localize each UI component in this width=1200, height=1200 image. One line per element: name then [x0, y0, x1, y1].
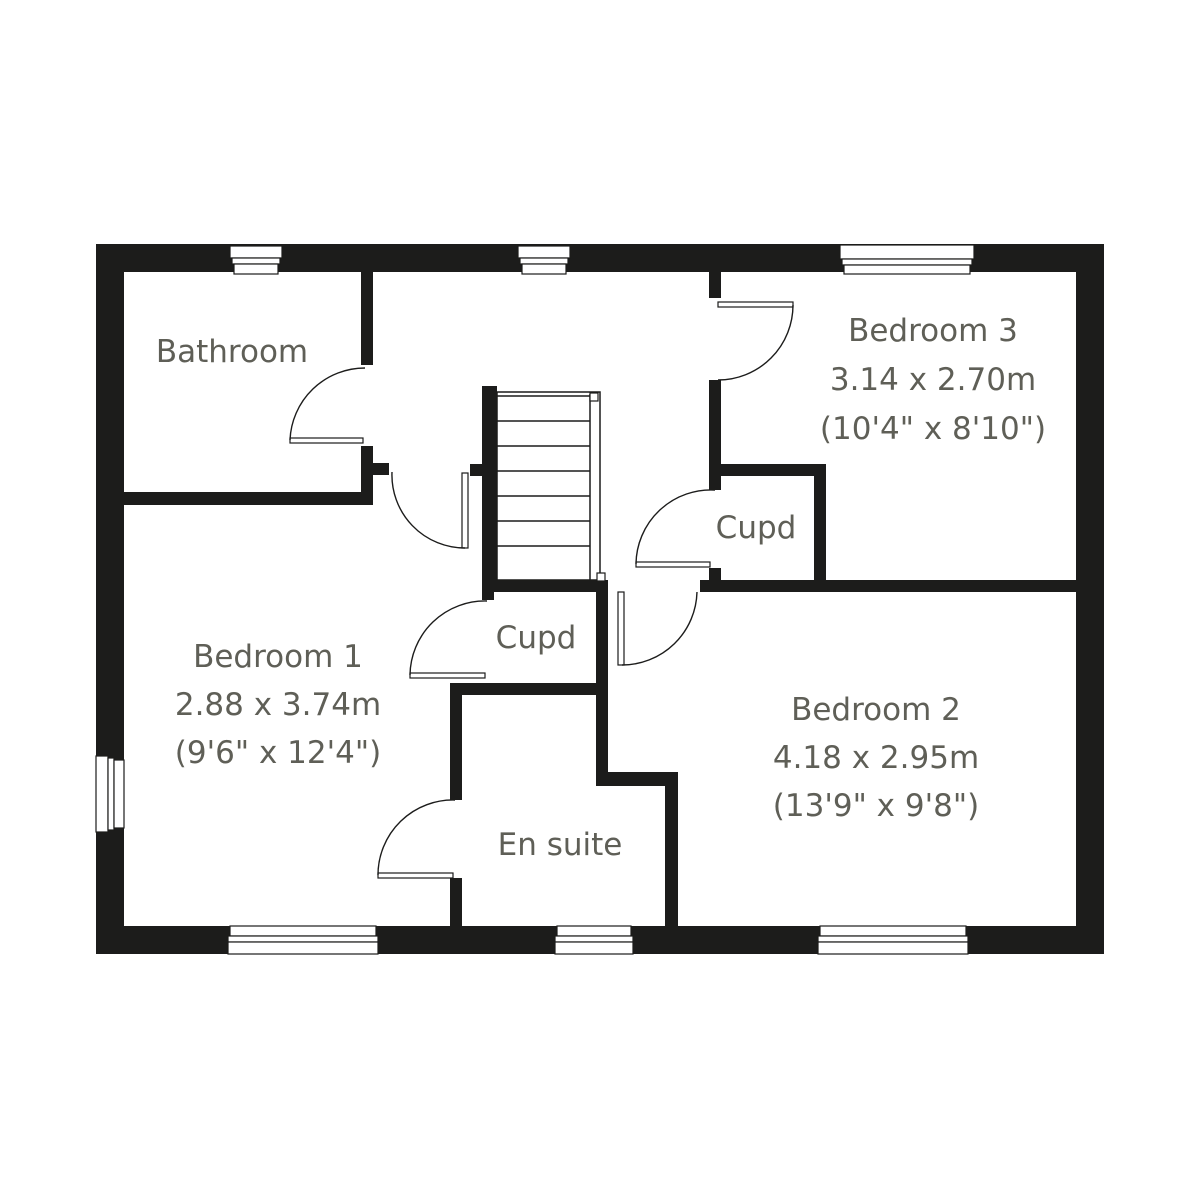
- bedroom3-name: Bedroom 3: [848, 313, 1018, 349]
- window-bedroom1-bottom: [227, 925, 379, 955]
- staircase: [496, 391, 606, 582]
- bedroom1-metric: 2.88 x 3.74m: [175, 687, 381, 723]
- door-cupd-bedroom1: [409, 600, 488, 679]
- window-bedroom3: [839, 244, 975, 275]
- bedroom3-imperial: (10'4" x 8'10"): [820, 411, 1046, 447]
- ensuite-label: En suite: [498, 827, 623, 863]
- cupd-bedroom1-label: Cupd: [496, 620, 577, 656]
- window-landing: [517, 245, 571, 275]
- bedroom1-imperial: (9'6" x 12'4"): [175, 735, 381, 771]
- doors: [289, 301, 794, 879]
- door-bathroom: [289, 367, 366, 444]
- door-cupd-landing: [635, 489, 716, 568]
- window-bathroom: [229, 245, 283, 275]
- bedroom1-name: Bedroom 1: [193, 639, 363, 675]
- bedroom2-name: Bedroom 2: [791, 692, 961, 728]
- windows: [95, 244, 975, 955]
- bathroom-label: Bathroom: [156, 334, 308, 370]
- window-bedroom2: [817, 925, 969, 955]
- door-ensuite: [377, 799, 456, 879]
- door-bedroom3: [717, 301, 794, 381]
- bedroom2-metric: 4.18 x 2.95m: [773, 740, 979, 776]
- door-bedroom1: [391, 471, 469, 549]
- interior-walls: [124, 272, 1076, 926]
- bedroom2-imperial: (13'9" x 9'8"): [773, 788, 979, 824]
- bedroom3-metric: 3.14 x 2.70m: [830, 362, 1036, 398]
- window-ensuite: [554, 925, 634, 955]
- door-bedroom2: [617, 591, 698, 666]
- room-labels: Bathroom Bedroom 3 3.14 x 2.70m (10'4" x…: [156, 313, 1046, 863]
- window-bedroom1-side: [95, 755, 125, 833]
- cupd-landing-label: Cupd: [716, 510, 797, 546]
